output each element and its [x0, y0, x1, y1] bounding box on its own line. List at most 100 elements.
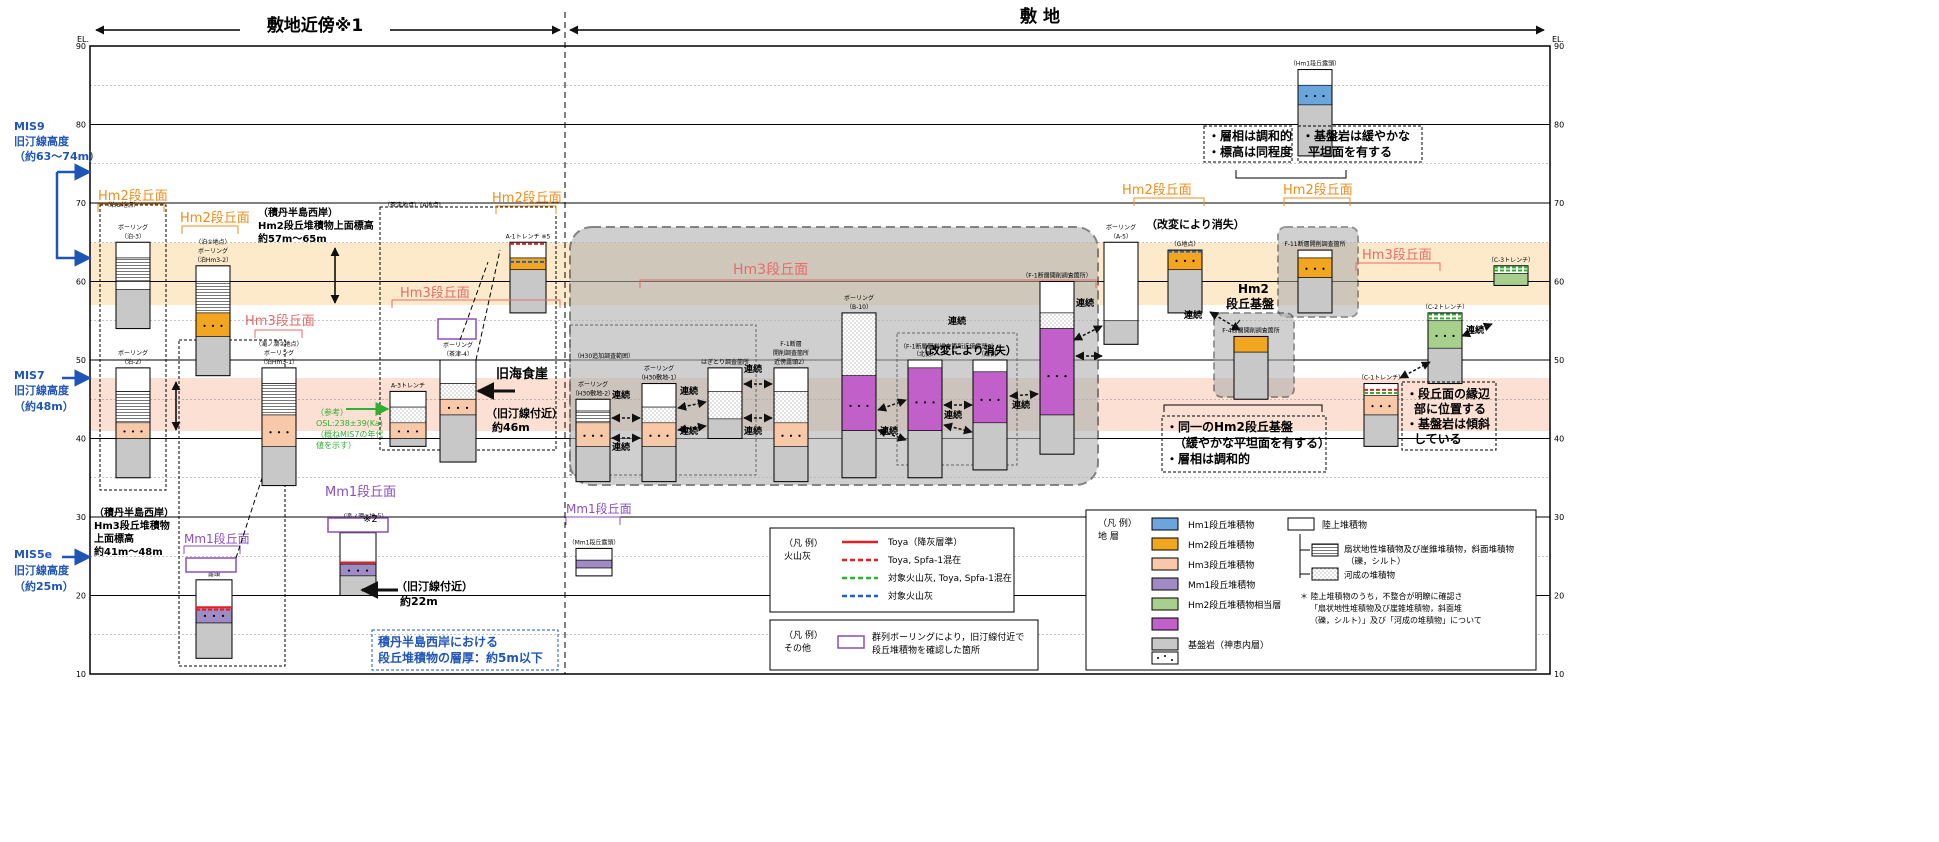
facies-note-2: ・標高は同程度	[1208, 144, 1293, 159]
h30-group-label: （H30追加調査範囲）	[574, 352, 634, 360]
gravel-dot	[789, 434, 793, 437]
col-south-outline	[972, 359, 1008, 471]
col-f1-layer	[1039, 328, 1075, 416]
col-h30-1-layer	[641, 383, 677, 408]
col-c2-outline	[1427, 312, 1463, 385]
col-b10-layer	[841, 312, 877, 376]
bedrock-note-box	[1297, 125, 1423, 163]
svg-text:（積丹半島西岸）: （積丹半島西岸）	[258, 206, 338, 219]
legend-fan: 扇状地性堆積物及び崖錐堆積物，斜面堆積物	[1344, 544, 1515, 555]
legend-land-swatch	[1287, 517, 1315, 531]
col-f11-outline	[1297, 249, 1333, 314]
col-south: （南側）	[972, 350, 1008, 471]
legend-strata-label: Hm2段丘堆積物相当層	[1188, 599, 1281, 611]
surface-bracket	[1133, 197, 1205, 206]
gravel-dot	[1388, 405, 1391, 408]
col-tomari2-layer	[115, 438, 151, 479]
continuity-label: 連続	[612, 441, 630, 453]
col-hagitori-layer	[707, 367, 743, 392]
col-c1-outline	[1363, 383, 1399, 447]
continuity-label: 連続	[1076, 297, 1094, 309]
col-tomari3-label: （泊-3）	[121, 232, 145, 240]
col-f1: （F-1断層開削調査箇所）	[1022, 272, 1092, 455]
svg-text:Hm2段丘堆積物上面標高: Hm2段丘堆積物上面標高	[258, 219, 374, 232]
gravel-dot	[666, 434, 669, 437]
legend-river-swatch	[1311, 567, 1339, 581]
continuity-label: 連続	[680, 425, 698, 437]
tick-right: 40	[1554, 435, 1564, 444]
svg-text:旧汀線高度: 旧汀線高度	[14, 134, 70, 148]
edge-note-1: ・段丘面の縁辺	[1406, 386, 1490, 401]
gravel-dot	[1322, 267, 1325, 270]
legend-strata-swatch	[1151, 637, 1179, 651]
mis7-label: MIS7 旧汀線高度 （約48m）	[14, 369, 74, 413]
col-tomari1: （泊①地点）ボーリング（泊Hm3-2）	[194, 238, 232, 377]
gravel-dot	[932, 401, 935, 404]
col-north-layer	[907, 430, 943, 479]
tick-left: 90	[76, 42, 86, 51]
col-taki2-label: ボーリング	[264, 349, 294, 357]
edge-note-2: 部に位置する	[1414, 401, 1486, 416]
col-f4-layer	[1233, 336, 1269, 353]
col-f1near2-layer	[773, 391, 809, 424]
col-a5-outline	[1103, 241, 1139, 345]
gravel-dot	[980, 398, 983, 401]
axis-unit-right: EL.	[1552, 35, 1564, 44]
col-a1-outline	[509, 241, 547, 314]
svg-text:約57m～65m: 約57m～65m	[258, 232, 327, 245]
continuity-label: 連続	[1466, 324, 1484, 336]
borehole-columns: ボーリング（泊-3）ボーリング（泊-2）（泊①地点）ボーリング（泊Hm3-2）（…	[104, 60, 1534, 659]
gravel-dot	[997, 398, 1000, 401]
svg-text:MIS5e: MIS5e	[14, 548, 52, 561]
tick-right: 90	[1554, 42, 1564, 51]
col-h30-2-label: ボーリング	[578, 380, 608, 388]
col-a5: ボーリング（A-5）	[1103, 223, 1139, 345]
gravel-dot	[1435, 334, 1438, 337]
legend-dots-marks	[1157, 655, 1173, 661]
col-roto: 露頭	[195, 571, 233, 659]
col-chaya4-label: （茶津-4）	[443, 350, 473, 358]
dashed-link	[1231, 319, 1241, 331]
gravel-dot	[1064, 374, 1067, 378]
gravel-dot	[220, 324, 223, 327]
gravel-dot	[1452, 334, 1455, 337]
col-hagitori-outline	[707, 367, 743, 440]
purple-box	[437, 318, 477, 340]
gravel-dot	[212, 614, 216, 618]
legend-other-title-2: その他	[784, 642, 811, 654]
col-tomari2-layer	[115, 391, 151, 424]
surface-bracket	[1355, 262, 1441, 271]
col-h30-2-layer	[575, 422, 611, 447]
col-g-layer	[1167, 269, 1203, 314]
tomari-group-box	[99, 204, 167, 491]
col-takino1-layer	[339, 575, 377, 596]
col-chaya4-layer	[439, 359, 477, 384]
surface-bracket	[565, 516, 621, 525]
same-base-3: ・層相は調和的	[1166, 451, 1250, 466]
svg-text:（約25m）: （約25m）	[14, 579, 74, 593]
continuity-label: 連続	[680, 385, 698, 397]
svg-text:OSL:238±39(Ka): OSL:238±39(Ka)	[316, 419, 383, 428]
col-f1-label: （F-1断層開削調査箇所）	[1022, 272, 1091, 280]
surface-hm2-f11: Hm2段丘面	[1283, 183, 1353, 198]
col-a3-layer	[389, 406, 427, 424]
gravel-dot	[649, 434, 652, 437]
gravel-dot	[140, 430, 143, 433]
legend-strata-title-1: （凡 例）	[1098, 517, 1137, 529]
col-a3-layer	[389, 391, 427, 408]
col-tomari1-layer	[195, 281, 231, 314]
legend-other-item-1: 群列ボーリングにより，旧汀線付近で	[872, 631, 1024, 643]
col-c2-layer	[1427, 312, 1463, 322]
col-hagitori-layer	[707, 418, 743, 439]
col-tomari1-outline	[195, 265, 231, 377]
tomari3-site-label: （泊③地点）	[104, 201, 139, 209]
gravel-dot	[465, 406, 469, 409]
continuity-label: 連続	[612, 389, 630, 401]
tick-right: 50	[1554, 356, 1564, 365]
gravel-dot	[600, 434, 603, 437]
gravel-dot	[203, 614, 207, 618]
col-c3-layer	[1493, 265, 1529, 274]
continuity-label: 連続	[948, 315, 966, 327]
legend-land: 陸上堆積物	[1322, 519, 1367, 531]
legend-strata-title-2: 地 層	[1098, 530, 1119, 542]
